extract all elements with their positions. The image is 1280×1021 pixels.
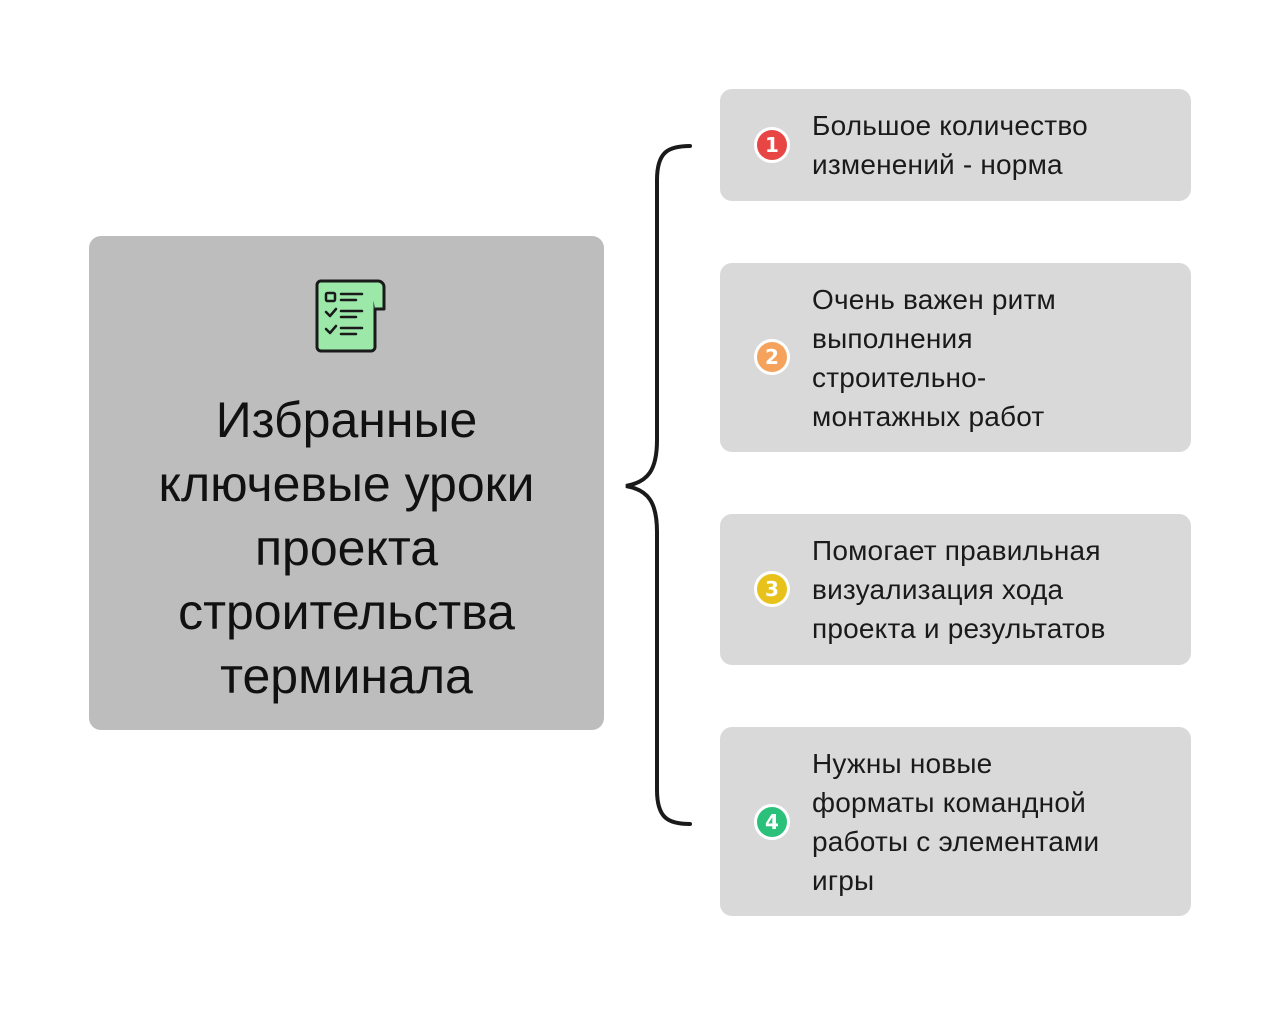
lesson-text-2: Очень важен ритм выполнения строительно-… [812, 284, 1056, 432]
curly-brace-connector [625, 144, 692, 826]
lesson-card-4: 4 Нужны новые форматы командной работы с… [720, 727, 1191, 916]
lesson-text-1: Большое количество изменений - норма [812, 110, 1088, 180]
main-title: Избранные ключевые уроки проекта строите… [158, 392, 535, 704]
lesson-card-3: 3 Помогает правильная визуализация хода … [720, 514, 1191, 665]
lesson-card-2: 2 Очень важен ритм выполнения строительн… [720, 263, 1191, 452]
main-topic-box: Избранные ключевые уроки проекта строите… [89, 236, 604, 730]
number-badge-1: 1 [754, 127, 790, 163]
lesson-text-4: Нужны новые форматы командной работы с э… [812, 748, 1100, 896]
number-badge-4: 4 [754, 804, 790, 840]
lesson-card-1: 1 Большое количество изменений - норма [720, 89, 1191, 201]
number-badge-3: 3 [754, 571, 790, 607]
number-badge-2: 2 [754, 339, 790, 375]
lesson-text-3: Помогает правильная визуализация хода пр… [812, 535, 1106, 644]
checklist-document-icon [315, 279, 386, 353]
